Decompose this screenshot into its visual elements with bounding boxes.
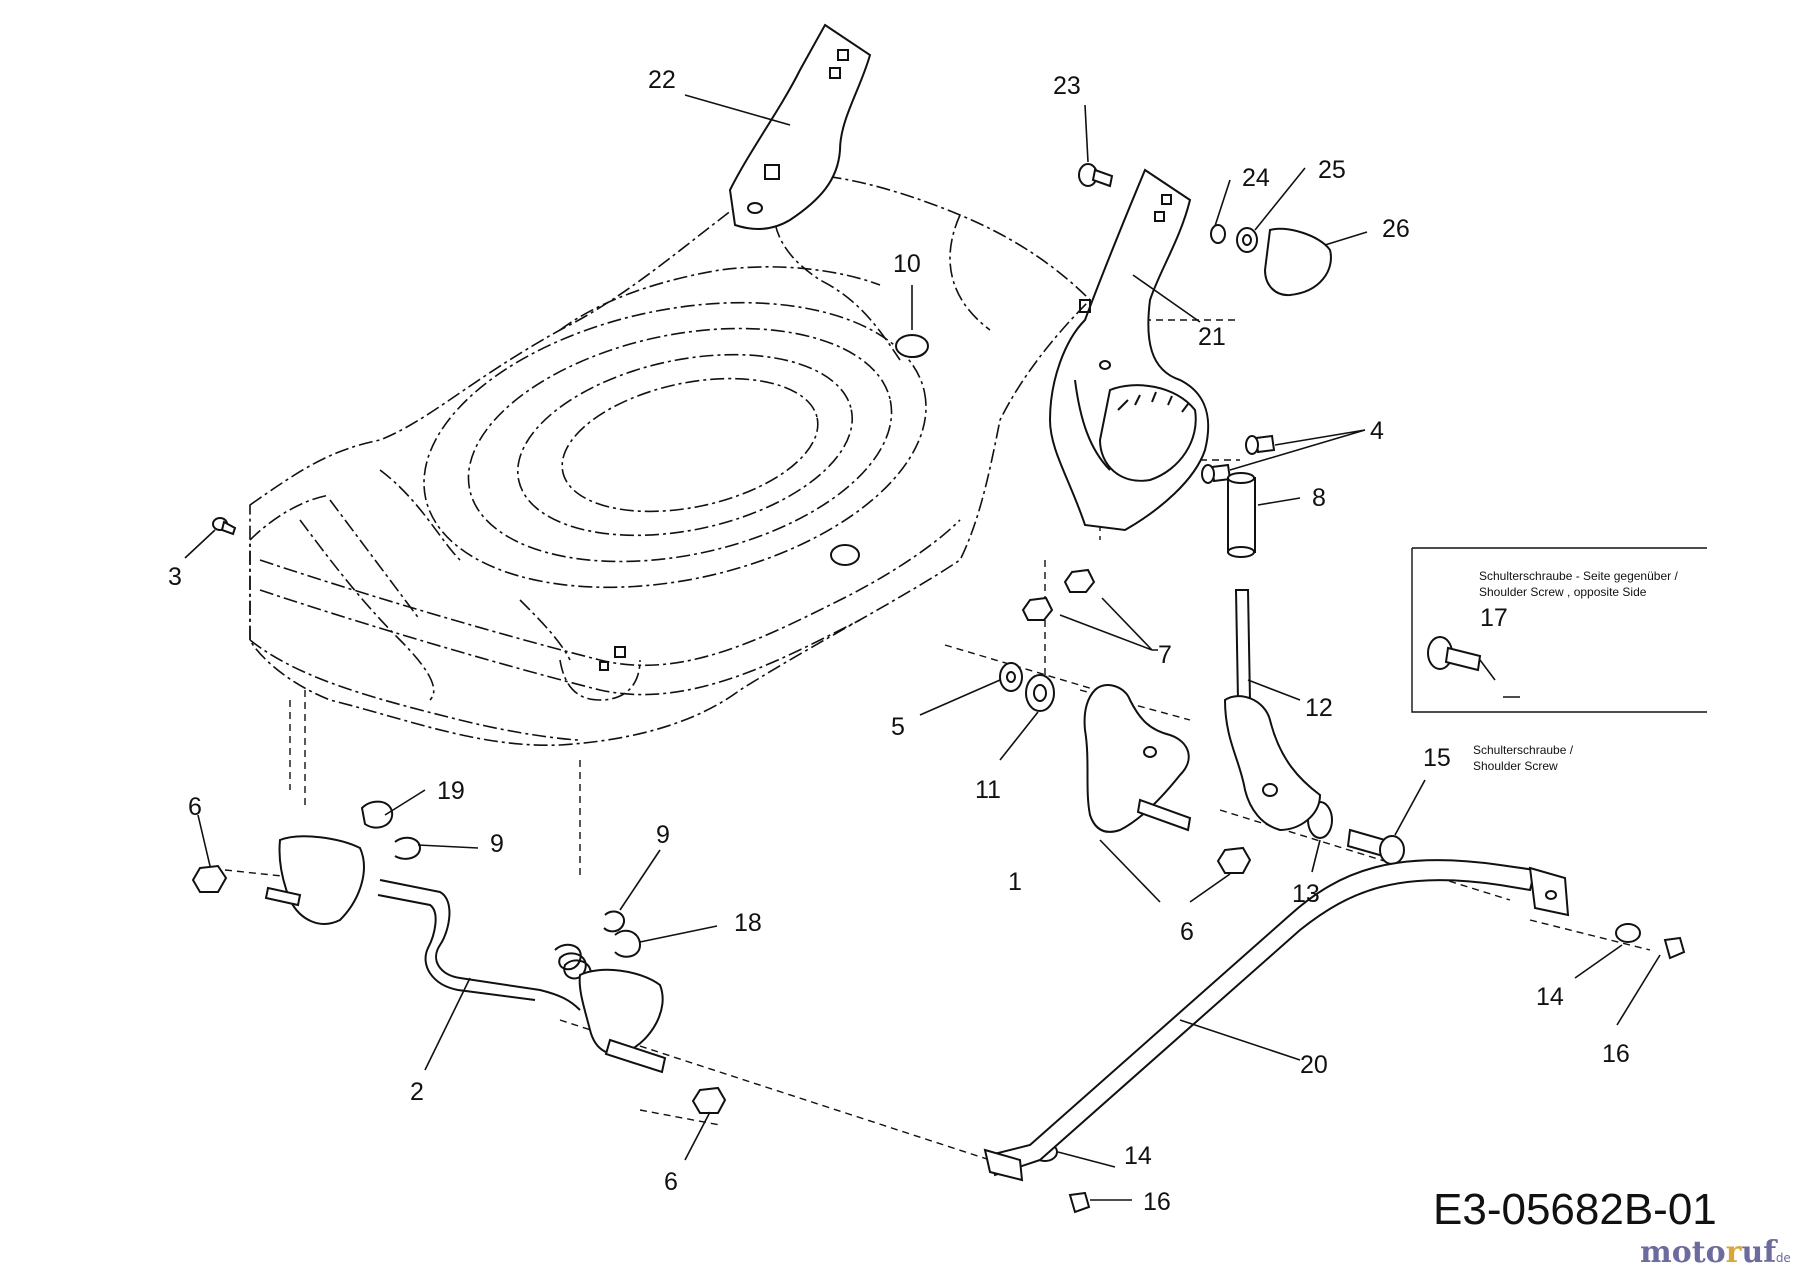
callout-9-left: 9 — [490, 830, 504, 858]
assembly-guide-lines — [224, 319, 1651, 1161]
callout-5: 5 — [891, 713, 905, 741]
handle-rod — [983, 859, 1570, 1182]
callout-21: 21 — [1198, 323, 1226, 351]
callout-3: 3 — [168, 563, 182, 591]
shoulder-screw-note-box: Schulterschraube - Seite gegenüber / Sho… — [1411, 547, 1707, 713]
note-shoulder-line2: Shoulder Screw — [1473, 759, 1558, 773]
callout-numbers: 22 23 24 25 26 21 10 4 8 3 7 5 11 12 1 6… — [168, 66, 1630, 1216]
note-opposite-line2: Shoulder Screw , opposite Side — [1479, 585, 1647, 599]
callout-8: 8 — [1312, 484, 1326, 512]
callout-1: 1 — [1008, 868, 1022, 896]
drawing-number: E3-05682B-01 — [1433, 1185, 1717, 1234]
callout-16-bottom: 16 — [1143, 1188, 1171, 1216]
callout-2: 2 — [410, 1078, 424, 1106]
callout-18: 18 — [734, 909, 762, 937]
handle-bracket-left — [728, 23, 872, 230]
callout-16-right: 16 — [1602, 1040, 1630, 1068]
hardware-parts — [191, 163, 1686, 1214]
callout-14-right: 14 — [1536, 983, 1564, 1011]
note-opposite-line1: Schulterschraube - Seite gegenüber / — [1479, 569, 1678, 583]
svg-text:motoruf: motoruf — [1640, 1235, 1778, 1270]
callout-17: 17 — [1480, 604, 1508, 632]
callout-20: 20 — [1300, 1051, 1328, 1079]
callout-25: 25 — [1318, 156, 1346, 184]
callout-15: 15 — [1423, 744, 1451, 772]
callout-14-bottom: 14 — [1124, 1142, 1152, 1170]
callout-6-left: 6 — [188, 793, 202, 821]
rear-axle-assembly — [264, 589, 1322, 1074]
mower-deck-housing — [249, 173, 1092, 747]
svg-text:.de: .de — [1772, 1251, 1791, 1265]
callout-13: 13 — [1292, 880, 1320, 908]
callout-23: 23 — [1053, 72, 1081, 100]
callout-9-center: 9 — [656, 821, 670, 849]
callout-24: 24 — [1242, 164, 1270, 192]
callout-12: 12 — [1305, 694, 1333, 722]
callout-19: 19 — [437, 777, 465, 805]
motoruf-watermark-logo: motoruf .de — [1640, 1235, 1791, 1270]
callout-26: 26 — [1382, 215, 1410, 243]
callout-7: 7 — [1158, 641, 1172, 669]
note-shoulder-line1: Schulterschraube / — [1473, 743, 1574, 757]
handle-bracket-right — [1048, 168, 1210, 532]
callout-leaders — [184, 94, 1661, 1201]
shoulder-screw-note: Schulterschraube / Shoulder Screw — [1473, 743, 1574, 773]
callout-4: 4 — [1370, 417, 1384, 445]
callout-10: 10 — [893, 250, 921, 278]
callout-11: 11 — [975, 776, 1001, 804]
callout-6-right: 6 — [1180, 918, 1194, 946]
callout-6-bottom: 6 — [664, 1168, 678, 1196]
callout-22: 22 — [648, 66, 676, 94]
